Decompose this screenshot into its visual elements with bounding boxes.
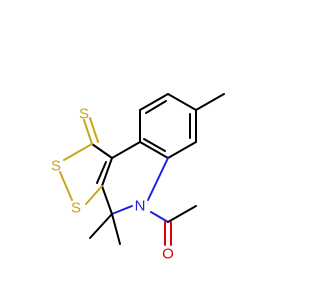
bond-c4a-c5-inner: [96, 161, 107, 184]
atom-label-nitrogen: N: [135, 198, 146, 215]
bond-c9a-c5a: [139, 141, 169, 159]
bond-c1-s2: [63, 143, 93, 161]
bond-n-c9a: [147, 157, 169, 201]
bond-thione-1: [83, 119, 93, 145]
thione-s-label: S: [79, 106, 89, 123]
atom-label-thione-s: S: [79, 106, 89, 123]
bond-n-carbonyl: [150, 211, 169, 223]
bond-c6-c7: [139, 93, 169, 111]
bond-s2-s3: [59, 171, 73, 201]
benzene-ring: [139, 93, 197, 159]
oxygen-label: O: [162, 246, 174, 263]
molecule-canvas: S S S N O: [50, 93, 225, 263]
bond-c4a-c5: [101, 157, 113, 187]
bond-gem-methyl-1: [89, 213, 113, 239]
dihydroquinoline-ring: [96, 141, 169, 215]
nitrogen-label: N: [135, 198, 146, 215]
dithiole-ring: [59, 143, 113, 205]
bond-c7-c8: [167, 93, 197, 111]
bond-c5a-c4a: [111, 141, 141, 159]
atom-label-oxygen: O: [162, 246, 174, 263]
bond-c7-c7inner: [145, 100, 167, 114]
bond-c9-c9a: [167, 141, 197, 159]
bond-c5-cme2: [101, 185, 113, 215]
bond-c4a-c1: [91, 143, 113, 159]
atom-label-ring-s1: S: [51, 158, 61, 175]
bond-carbonyl-methyl: [167, 205, 197, 223]
molecule-structure: S S S N O: [51, 93, 225, 263]
bond-gem-methyl-2: [111, 213, 121, 245]
atom-label-ring-s2: S: [71, 200, 81, 217]
bond-cme2-n: [111, 205, 133, 215]
bond-methyl-aromatic: [195, 93, 225, 111]
ring-s1-label: S: [51, 158, 61, 175]
bond-s3-c5: [85, 185, 103, 205]
bond-c9a-c5a-inner: [143, 138, 166, 152]
ring-s2-label: S: [71, 200, 81, 217]
bond-thione-2: [89, 117, 99, 143]
